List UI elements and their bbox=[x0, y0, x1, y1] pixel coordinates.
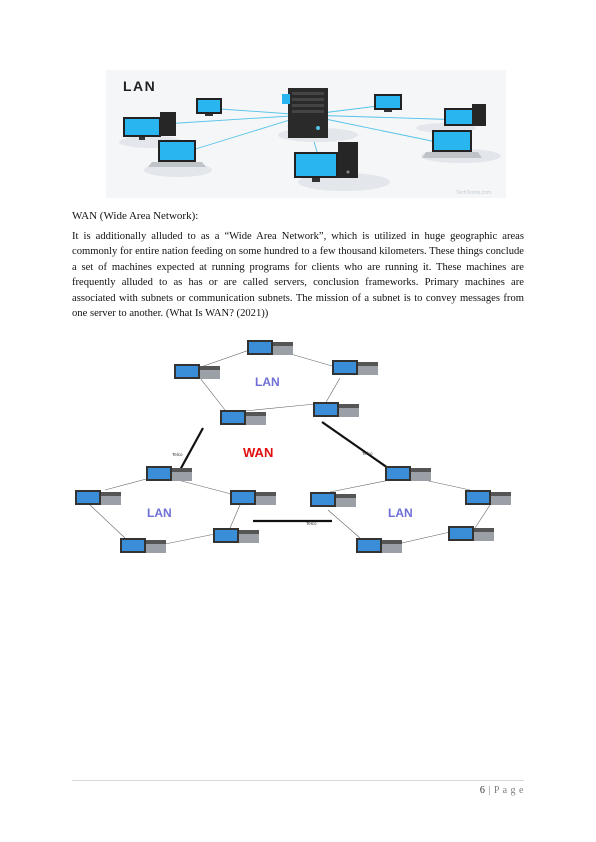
desktop-computer-icon bbox=[123, 112, 176, 140]
computer-icon bbox=[385, 466, 431, 481]
lan-top-label: LAN bbox=[255, 375, 280, 389]
section-heading: WAN (Wide Area Network): bbox=[72, 210, 199, 222]
page-footer: 6 | P a g e bbox=[480, 785, 524, 796]
computer-icon bbox=[75, 490, 121, 505]
computer-icon bbox=[356, 538, 402, 553]
lan-diagram-figure: LAN TechTerms.com bbox=[106, 70, 506, 198]
computer-icon bbox=[220, 410, 266, 425]
lan-right-label: LAN bbox=[388, 506, 413, 520]
computer-icon bbox=[310, 492, 356, 507]
computer-icon bbox=[247, 340, 293, 355]
page-number: 6 bbox=[479, 785, 486, 796]
telco-link-label-bottom: Telco bbox=[306, 521, 317, 526]
server-icon bbox=[288, 88, 328, 138]
telco-links bbox=[179, 421, 389, 523]
monitor-icon bbox=[282, 94, 290, 104]
computer-icon bbox=[174, 364, 220, 379]
lan-left-label: LAN bbox=[147, 506, 172, 520]
wan-label: WAN bbox=[243, 445, 273, 460]
desktop-computer-icon bbox=[294, 142, 358, 182]
laptop-icon bbox=[422, 130, 482, 158]
network-computers bbox=[75, 340, 511, 553]
monitor-icon bbox=[374, 94, 402, 112]
computer-icon bbox=[448, 526, 494, 541]
computer-icon bbox=[332, 360, 378, 375]
footer-divider bbox=[72, 780, 524, 781]
computer-icon bbox=[465, 490, 511, 505]
body-paragraph: It is additionally alluded to as a “Wide… bbox=[72, 231, 524, 320]
computer-icon bbox=[146, 466, 192, 481]
monitor-icon bbox=[196, 98, 222, 116]
telco-link-label-right: Telco bbox=[362, 451, 373, 456]
computer-icon bbox=[313, 402, 359, 417]
page-word: P a g e bbox=[493, 785, 524, 796]
figure1-lan-label: LAN bbox=[123, 78, 156, 94]
laptop-icon bbox=[148, 140, 206, 167]
computer-icon bbox=[120, 538, 166, 553]
telco-link-label-left: Telco bbox=[172, 452, 183, 457]
wan-diagram-figure: LAN WAN LAN LAN Telco Telco Telco bbox=[75, 340, 511, 553]
computer-icon bbox=[230, 490, 276, 505]
figure1-watermark: TechTerms.com bbox=[456, 190, 491, 196]
footer-separator: | bbox=[488, 785, 491, 796]
desktop-computer-icon bbox=[444, 104, 486, 126]
computer-icon bbox=[213, 528, 259, 543]
